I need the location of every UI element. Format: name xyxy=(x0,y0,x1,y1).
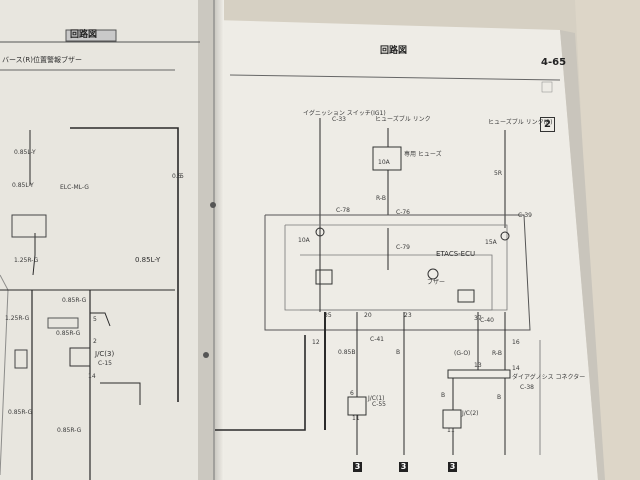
right-wire-label: 5R xyxy=(494,170,502,177)
left-page xyxy=(0,0,214,480)
connector-tag: C-39 xyxy=(518,212,532,219)
right-pin-number: 16 xyxy=(512,339,520,346)
connector-label: C-15 xyxy=(98,360,112,367)
ground-mark: 3 xyxy=(353,462,362,472)
connector-tag: C-78 xyxy=(336,207,350,214)
left-pin-number: 5 xyxy=(180,173,184,180)
left-wire-label: 1.25R-G xyxy=(5,315,30,322)
left-small-label: ELC-ML-G xyxy=(60,184,89,191)
left-wire-label: 1.25R-G xyxy=(14,257,39,264)
left-wire-label: 0.85L-Y xyxy=(135,256,161,264)
right-wire-label: R-B xyxy=(376,195,386,202)
right-pin-number: 11 xyxy=(447,427,455,434)
right-wire-label: 0.85B xyxy=(338,349,356,356)
right-wire-label: B xyxy=(441,392,446,399)
connector-tag: C-33 xyxy=(332,116,346,123)
connector-tag: C-41 xyxy=(370,336,384,343)
junction-label: J/C(2) xyxy=(462,410,479,417)
right-pin-number: 20 xyxy=(364,312,372,319)
left-wire-label: 0.85L-Y xyxy=(14,149,36,156)
connector-tag: C-79 xyxy=(396,244,410,251)
connector-tag: C-55 xyxy=(372,401,386,408)
ground-mark: 3 xyxy=(448,462,457,472)
junction-label: J/C(1) xyxy=(368,395,385,402)
right-pin-number: 14 xyxy=(512,365,520,372)
right-header-title: 回路図 xyxy=(380,46,408,56)
right-wire-label: B xyxy=(497,394,502,401)
fuse-label: 専用 ヒューズ xyxy=(404,151,442,158)
right-diagram xyxy=(215,74,561,455)
module-label: ETACS-ECU xyxy=(436,250,476,258)
diagnosis-label: ダイアグノシス コネクター xyxy=(512,374,586,381)
ground-mark: 3 xyxy=(399,462,408,472)
buzzer-label: ブザー xyxy=(427,279,446,286)
junction-label: J/C(3) xyxy=(95,350,115,358)
left-wire-label: 0.85R-G xyxy=(56,330,81,337)
left-header-title: 回路図 xyxy=(70,30,98,40)
left-wire-label: 0.85R-G xyxy=(62,297,87,304)
right-pin-number: 35 xyxy=(324,312,332,319)
diagram-number-box: 2 xyxy=(540,117,555,132)
right-page xyxy=(214,20,598,480)
left-wire-label: 0.85L-Y xyxy=(12,182,34,189)
left-wire-label: 0.85R-G xyxy=(57,427,82,434)
right-wire-label: (G-O) xyxy=(454,350,471,357)
right-pin-number: 37 xyxy=(474,315,482,322)
left-diagram xyxy=(0,29,200,480)
left-pin-number: 14 xyxy=(88,373,96,380)
right-wire-label: B xyxy=(396,349,401,356)
left-wire-label: 0.85R-G xyxy=(8,409,33,416)
fuse-label: 15A xyxy=(485,239,497,246)
right-pin-number: 23 xyxy=(404,312,412,319)
fuse-label: 10A xyxy=(378,159,390,166)
top-label: ヒューズブル リンク(B) xyxy=(488,119,553,126)
right-pin-number: 13 xyxy=(474,362,482,369)
left-small-label: 0.5 xyxy=(172,173,182,180)
top-label: イグニッション スイッチ(IG1) xyxy=(303,110,386,117)
left-section-title: バース(R)位置警報ブザー xyxy=(2,56,82,64)
connector-tag: C-40 xyxy=(480,317,494,324)
left-pin-number: 2 xyxy=(93,338,97,345)
right-wire-label: R-B xyxy=(492,350,502,357)
left-pin-number: 5 xyxy=(93,316,97,323)
connector-tag: C-38 xyxy=(520,384,534,391)
page-number: 4-65 xyxy=(541,57,567,68)
fuse-label: 10A xyxy=(298,237,310,244)
top-label: ヒューズブル リンク xyxy=(375,116,431,123)
right-pin-number: 6 xyxy=(350,390,354,397)
connector-tag: C-76 xyxy=(396,209,410,216)
right-pin-number: 11 xyxy=(352,415,360,422)
right-pin-number: 12 xyxy=(312,339,320,346)
